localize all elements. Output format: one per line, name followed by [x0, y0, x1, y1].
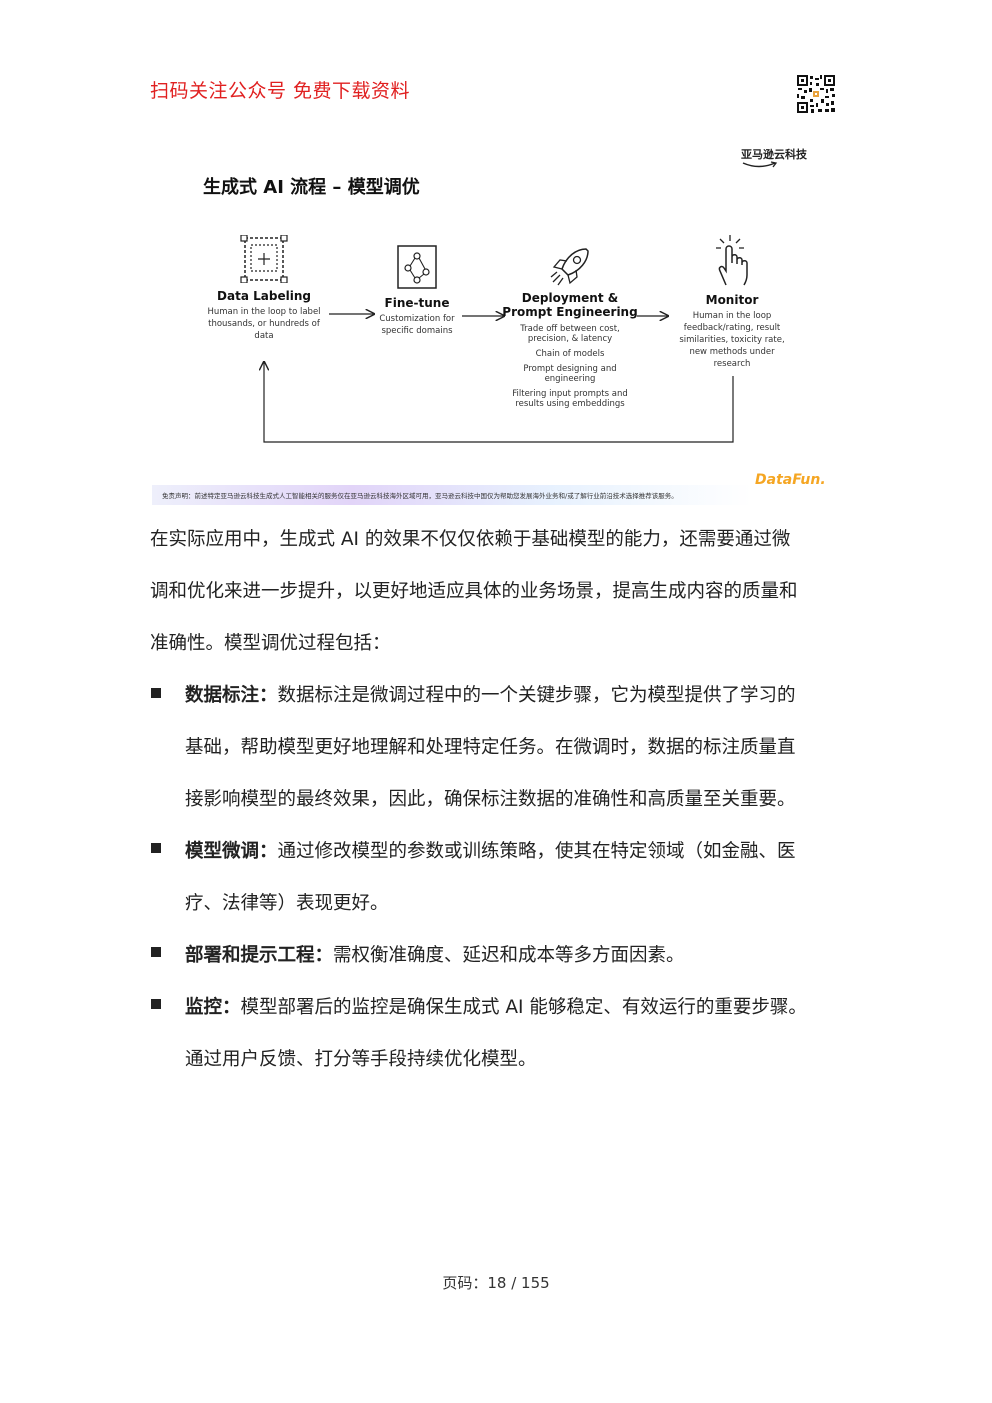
smile-arrow-icon: [742, 161, 778, 168]
bullet-marker: [151, 843, 161, 853]
bullet-line: 接影响模型的最终效果，因此，确保标注数据的准确性和高质量至关重要。: [185, 789, 796, 810]
slide-title: 生成式 AI 流程 – 模型调优: [203, 177, 420, 198]
promo-text: 扫码关注公众号 免费下载资料: [150, 80, 411, 102]
bullet-line: 通过用户反馈、打分等手段持续优化模型。: [185, 1049, 537, 1070]
document-nodes-icon: [397, 245, 437, 289]
feedback-loop-arrow: [264, 362, 734, 443]
step-deployment-prompt-engineering: Deployment & Prompt Engineering Trade of…: [495, 245, 645, 409]
bullet-marker: [151, 688, 161, 698]
step-monitor: Monitor Human in the loop feedback/ratin…: [664, 233, 800, 370]
step-name: Deployment & Prompt Engineering: [502, 291, 638, 319]
rocket-icon: [550, 248, 589, 286]
bullet-label: 数据标注：: [185, 685, 278, 706]
slide-figure: 亚马逊云科技 生成式 AI 流程 – 模型调优 Data Labeling: [152, 140, 842, 505]
step-desc: Human in the loop feedback/rating, resul…: [679, 311, 785, 369]
qr-code-icon[interactable]: [796, 74, 836, 114]
step-desc: Customization for specific domains: [379, 314, 455, 336]
flow-arrows: [152, 140, 734, 443]
bullet-line: 基础，帮助模型更好地理解和处理特定任务。在微调时，数据的标注质量直: [185, 737, 796, 758]
datafun-logo: DataFun.: [755, 472, 826, 488]
labeling-icon: [240, 235, 288, 283]
disclaimer-text: 免责声明：前述特定亚马逊云科技生成式人工智能相关的服务仅在亚马逊云科技海外区域可…: [162, 492, 678, 500]
page-number: 页码：18 / 155: [442, 1274, 550, 1292]
step-name: Fine-tune: [384, 296, 450, 310]
bullet-line: 监控：模型部署后的监控是确保生成式 AI 能够稳定、有效运行的重要步骤。: [185, 997, 807, 1018]
brand-logo: 亚马逊云科技: [741, 148, 807, 161]
step-data-labeling: Data Labeling Human in the loop to label…: [194, 235, 334, 342]
bullet-marker: [151, 999, 161, 1009]
bullet-label: 模型微调：: [185, 841, 278, 862]
step-desc: Human in the loop to label thousands, or…: [207, 307, 321, 341]
step-desc: Trade off between cost, precision, & lat…: [512, 324, 628, 409]
slide-footer-bar: [152, 485, 752, 505]
bullet-line: 数据标注：数据标注是微调过程中的一个关键步骤，它为模型提供了学习的: [185, 685, 796, 706]
bullet-line: 疗、法律等）表现更好。: [185, 893, 389, 914]
intro-line: 准确性。模型调优过程包括：: [150, 633, 391, 654]
bullet-label: 监控：: [185, 997, 241, 1018]
intro-line: 在实际应用中，生成式 AI 的效果不仅仅依赖于基础模型的能力，还需要通过微: [150, 529, 791, 550]
bullet-marker: [151, 947, 161, 957]
bullet-line: 部署和提示工程：需权衡准确度、延迟和成本等多方面因素。: [185, 945, 685, 966]
intro-line: 调和优化来进一步提升，以更好地适应具体的业务场景，提高生成内容的质量和: [150, 581, 798, 602]
bullet-label: 部署和提示工程：: [185, 945, 334, 966]
touch-hand-icon: [716, 235, 748, 286]
step-name: Data Labeling: [217, 289, 311, 303]
step-fine-tune: Fine-tune Customization for specific dom…: [362, 244, 472, 337]
bullet-line: 模型微调：通过修改模型的参数或训练策略，使其在特定领域（如金融、医: [185, 841, 796, 862]
step-name: Monitor: [705, 293, 759, 307]
